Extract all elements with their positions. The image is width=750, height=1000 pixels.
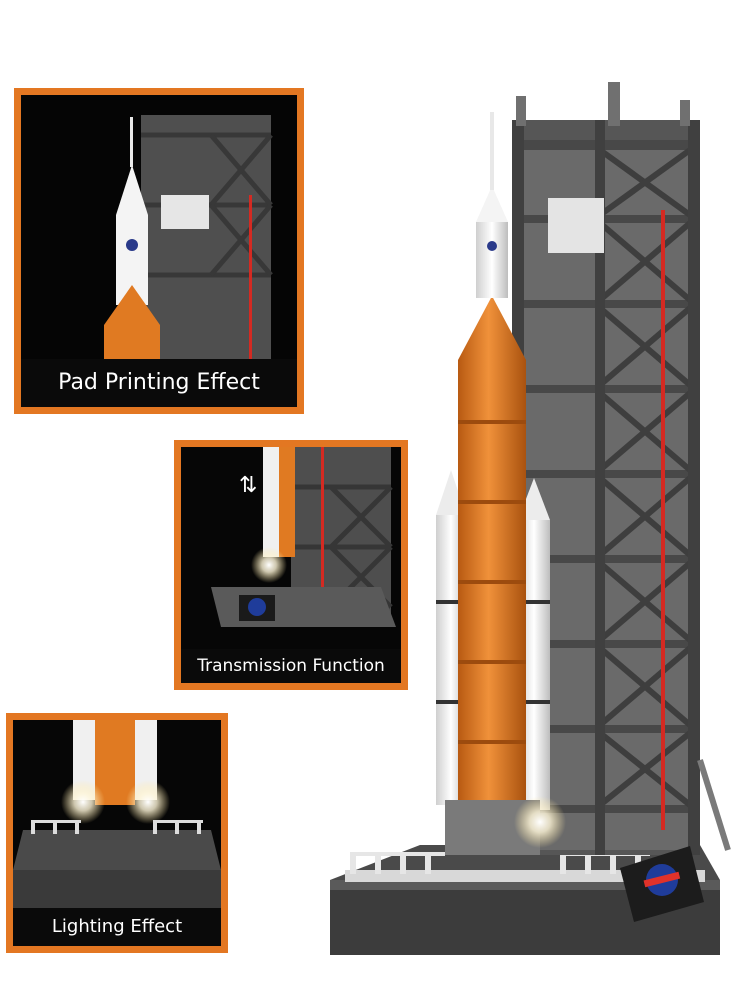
lighting-caption: Lighting Effect: [13, 908, 221, 946]
lighting-closeup-image: [13, 720, 221, 908]
engine-glow: [445, 796, 566, 855]
svg-text:⇅: ⇅: [239, 473, 257, 498]
transmission-caption: Transmission Function: [181, 649, 401, 683]
transmission-closeup-image: ⇅: [181, 447, 401, 649]
core-stage: [458, 112, 526, 810]
pad-printing-panel: Pad Printing Effect: [14, 88, 304, 414]
pad-printing-closeup-image: [21, 95, 297, 359]
lighting-panel: Lighting Effect: [6, 713, 228, 953]
space-logo-plaque: [620, 846, 704, 922]
pad-printing-caption: Pad Printing Effect: [21, 359, 297, 407]
transmission-panel: ⇅ Transmission Function: [174, 440, 408, 690]
